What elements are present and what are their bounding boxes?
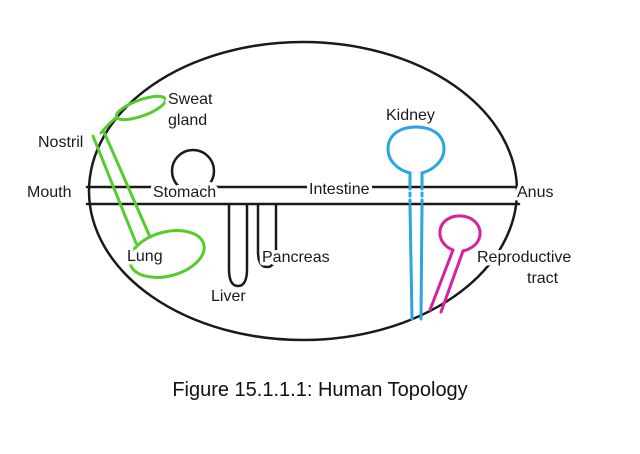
label-mouth: Mouth: [27, 184, 71, 201]
urinary-system: [386, 125, 446, 321]
label-kidney: Kidney: [386, 107, 435, 124]
lung-shape: [128, 229, 206, 279]
label-nostril: Nostril: [38, 134, 83, 151]
sweat-gland-duct: [99, 115, 119, 135]
label-lung: Lung: [127, 248, 163, 265]
label-reproductive-line1: Reproductive: [477, 249, 571, 266]
ureter-left-lower: [408, 204, 414, 321]
label-liver: Liver: [211, 288, 246, 305]
nostril-tube-right-wall: [102, 130, 152, 239]
label-intestine: Intestine: [309, 181, 370, 198]
ureter-right-lower: [419, 204, 424, 321]
body-outline-ellipse: [87, 40, 519, 342]
reproductive-tube-left-wall: [428, 248, 455, 312]
label-sweat-gland-line1: Sweat: [168, 91, 213, 108]
pancreas-shape: [256, 203, 278, 269]
sweat-gland-shape: [114, 94, 168, 122]
label-reproductive-line2: tract: [527, 270, 559, 287]
digestive-tract: [85, 148, 521, 288]
stomach-shape: [170, 148, 216, 194]
reproductive-system: [428, 214, 482, 314]
nostril-tube-left-wall: [91, 134, 138, 245]
kidney-shape: [386, 125, 446, 175]
figure-caption: Figure 15.1.1.1: Human Topology: [172, 379, 467, 401]
label-pancreas: Pancreas: [262, 249, 330, 266]
reproductive-tube-right-wall: [439, 249, 465, 314]
label-sweat-gland-line2: gland: [168, 112, 207, 129]
liver-shape: [227, 203, 249, 288]
label-stomach: Stomach: [153, 184, 216, 201]
reproductive-organ-shape: [438, 214, 482, 253]
respiratory-system: [91, 94, 206, 279]
label-anus: Anus: [517, 184, 553, 201]
